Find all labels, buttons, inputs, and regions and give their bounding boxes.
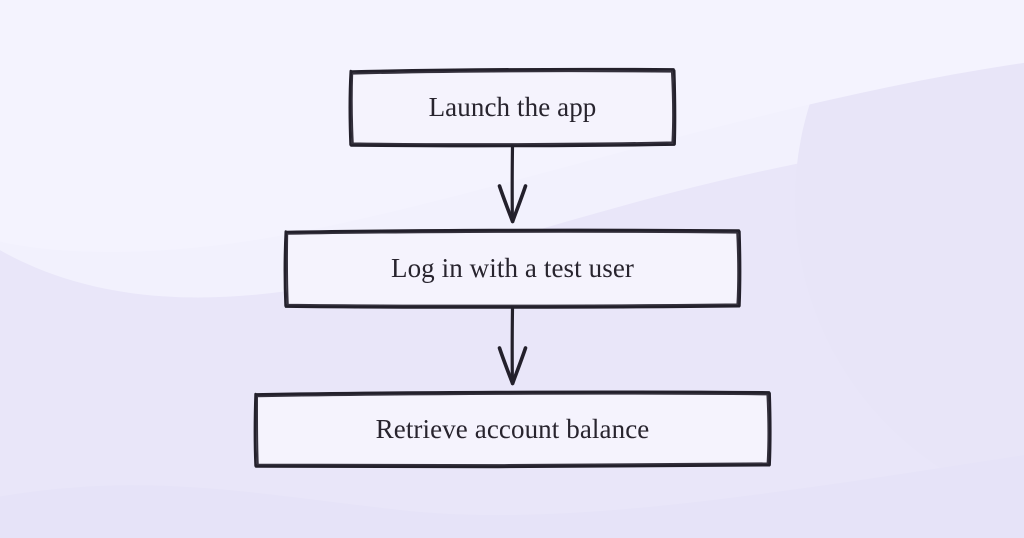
- flowchart-edge-1: [497, 306, 528, 386]
- node-0-outline-pass2: [350, 70, 675, 146]
- node-1-outline-pass2: [285, 230, 740, 307]
- flowchart-node-label: Launch the app: [428, 91, 597, 122]
- edge-1-arrowhead: [497, 346, 528, 386]
- node-1-fill: [285, 230, 740, 307]
- node-2-outline-pass2: [255, 392, 770, 467]
- flowchart-node-label: Retrieve account balance: [375, 414, 650, 445]
- node-1-outline-pass1: [283, 228, 742, 309]
- flowchart-node-label: Log in with a test user: [390, 253, 634, 284]
- node-2-outline-pass1: [253, 390, 772, 469]
- node-0-outline-pass1: [348, 67, 677, 148]
- node-2-fill: [255, 392, 770, 467]
- flowchart-edge-0: [497, 144, 528, 224]
- flowchart-node-log-in-with-a-test-user[interactable]: [283, 228, 742, 309]
- edge-0-arrowhead: [497, 184, 528, 224]
- flowchart-node-launch-the-app[interactable]: [348, 67, 677, 148]
- node-0-fill: [350, 69, 675, 146]
- flowchart-node-retrieve-account-balance[interactable]: [253, 390, 772, 469]
